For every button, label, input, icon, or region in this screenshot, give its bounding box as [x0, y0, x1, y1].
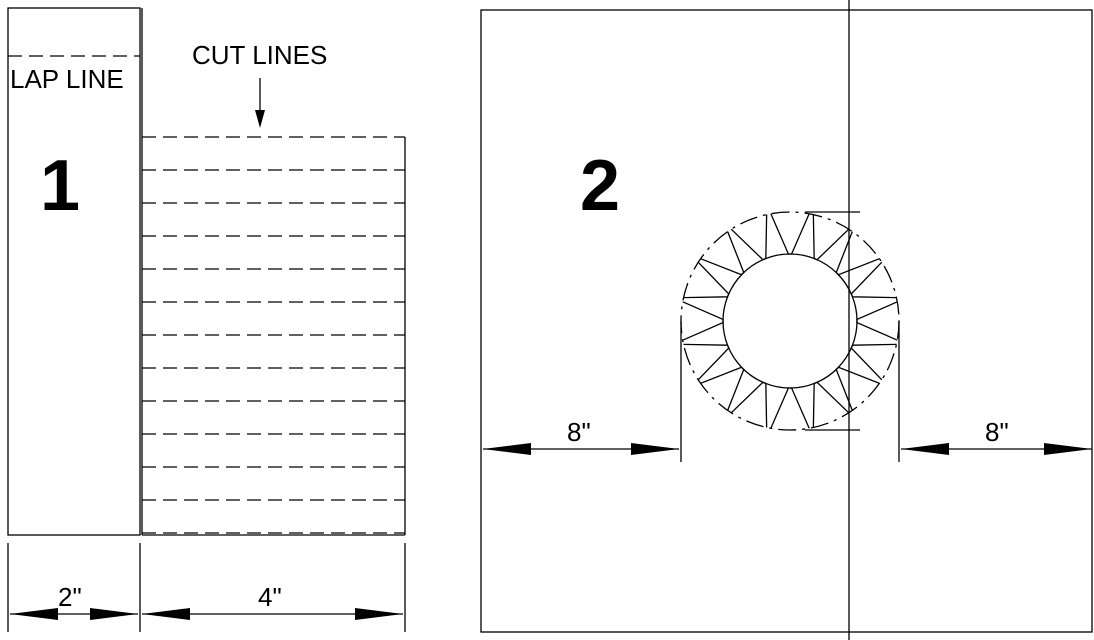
dim-8in-right-label: 8" — [985, 417, 1009, 447]
dim-8in-left-arrow-left — [483, 443, 531, 455]
dim-4in-arrow-right — [355, 608, 403, 620]
cut-lines — [142, 136, 405, 534]
collar-tab-cut — [682, 301, 724, 341]
dim-4in-label: 4" — [258, 582, 282, 612]
panel-1-lap-strip — [7, 7, 141, 536]
dim-2in-arrow-right — [90, 608, 138, 620]
collar-tab-cut — [770, 387, 810, 429]
panel-2: 2 8" 8" — [480, 0, 1093, 640]
collar-inner-circle — [722, 253, 858, 389]
panel-1: LAP LINE 1 CUT LINES 2" 4" — [7, 7, 406, 632]
collar-tab-cut — [730, 381, 768, 428]
panel-2-number: 2 — [580, 146, 620, 226]
lap-line-label: LAP LINE — [10, 64, 124, 94]
collar-tab-cut — [683, 343, 730, 381]
dim-8in-left-arrow-right — [631, 443, 679, 455]
collar-tab-cut — [835, 231, 880, 276]
dim-8in-right-arrow-left — [901, 443, 949, 455]
collar-tab-cut — [730, 214, 768, 261]
collar-tab-cut — [812, 214, 850, 261]
collar-tab-cut — [850, 343, 897, 381]
collar-tab-cut — [683, 261, 730, 299]
collar-tabs — [682, 213, 898, 429]
cut-lines-label: CUT LINES — [192, 40, 327, 70]
collar-tab-cut — [850, 261, 897, 299]
collar-tab-cut — [812, 381, 850, 428]
dim-4in-arrow-left — [142, 608, 190, 620]
dim-8in-left-label: 8" — [567, 417, 591, 447]
dim-8in-right-arrow-right — [1044, 443, 1092, 455]
collar-tab-cut — [770, 213, 810, 255]
collar-tab-cut — [700, 231, 745, 276]
panel-1-number: 1 — [40, 146, 80, 226]
cut-lines-arrowhead — [255, 110, 265, 128]
collar-tab-cut — [856, 301, 898, 341]
collar-outer-circle — [680, 211, 900, 431]
panel-2-sheet — [480, 9, 1093, 633]
collar-tab-cut — [700, 366, 745, 411]
dim-2in-label: 2" — [58, 582, 82, 612]
dim-2in-arrow-left — [10, 608, 58, 620]
collar-tab-cut — [835, 366, 880, 411]
